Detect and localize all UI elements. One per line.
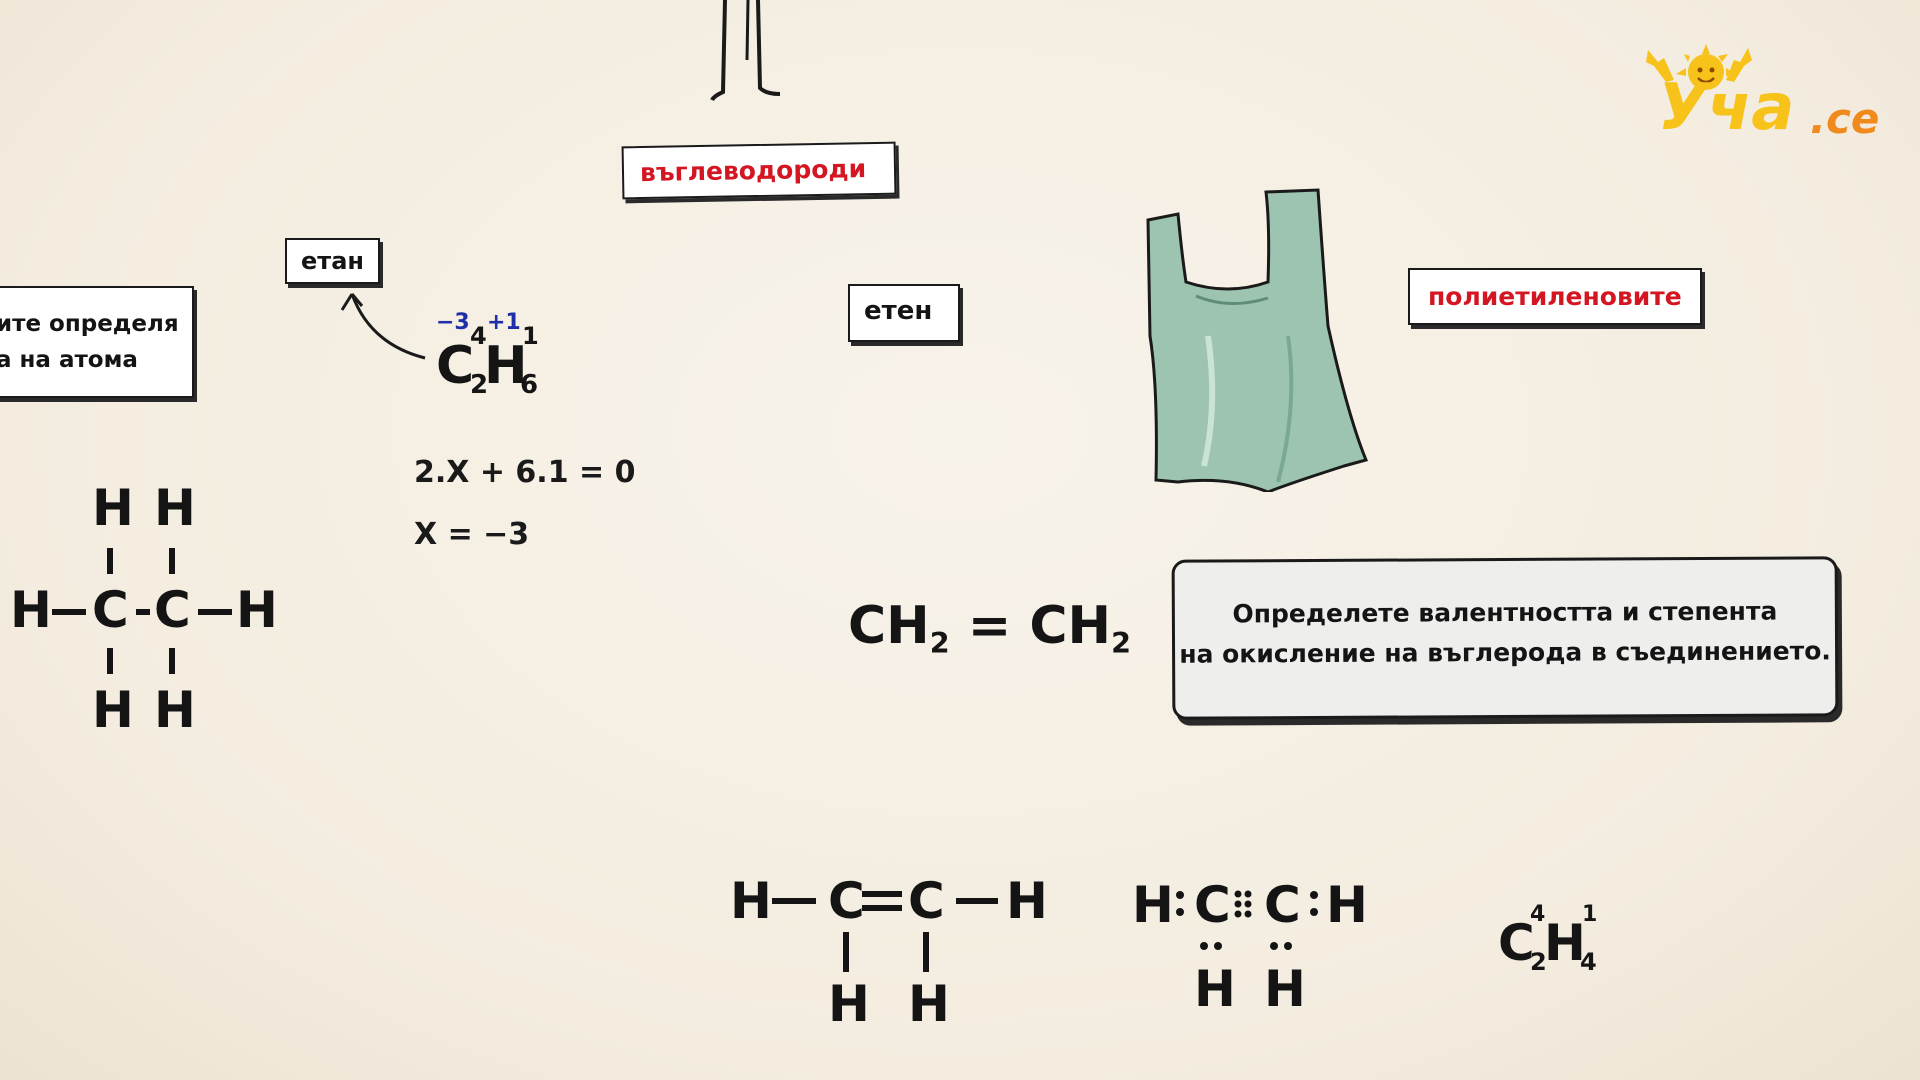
atom-h: H: [236, 581, 278, 639]
atom-c: C: [1194, 876, 1231, 934]
hydrogen-valence: 1: [522, 322, 539, 350]
figure-legs-drawing: [710, 0, 781, 102]
logo: Уча .ce: [1640, 40, 1890, 150]
atom-h: H: [154, 681, 196, 739]
ethene-right-subscript: 2: [1111, 626, 1131, 660]
atom-h: H: [730, 872, 772, 930]
atom-h: H: [92, 479, 134, 537]
ethane-formula: −3 +1 4 1 C 2 H 6: [430, 310, 550, 410]
atom-c: C: [1264, 876, 1301, 934]
ethene-double-bond: =: [967, 596, 1012, 656]
ethane-structure: H H H C C H H H: [0, 478, 280, 738]
ethene-bonds: [772, 891, 998, 972]
hydrogen-symbol: H: [1544, 914, 1586, 972]
carbon-subscript: 2: [470, 370, 489, 400]
left-note-line2: а на атома: [0, 347, 138, 373]
atom-h: H: [92, 681, 134, 739]
arrow-to-ethane: [340, 293, 426, 360]
equation-2: X = −3: [414, 517, 530, 552]
ethene-left: CH: [848, 596, 930, 656]
question-bubble: Определете валентността и степента на ок…: [1171, 556, 1839, 720]
carbon-valence: 4: [1530, 902, 1546, 927]
atom-h: H: [1264, 960, 1306, 1018]
carbon-symbol: C: [436, 336, 475, 396]
left-note: ите определя а на атома: [0, 286, 194, 398]
atom-c: C: [154, 581, 191, 639]
atom-h: H: [154, 479, 196, 537]
ethene-condensed-formula: CH2 = CH2: [848, 596, 1131, 673]
logo-domain: .ce: [1810, 94, 1880, 143]
atom-c: C: [92, 581, 129, 639]
hydrogen-oxidation: +1: [487, 310, 521, 335]
ethene-lewis-structure: H C C H H H: [1130, 880, 1370, 1020]
carbon-symbol: C: [1498, 914, 1535, 972]
logo-brand: Уча: [1658, 71, 1795, 145]
label-ethane: етан: [285, 238, 380, 284]
atom-h: H: [1326, 876, 1368, 934]
carbon-subscript: 2: [1530, 948, 1547, 976]
hydrogen-subscript: 6: [520, 370, 539, 400]
atom-c: C: [828, 872, 865, 930]
hydrogen-symbol: H: [484, 336, 528, 396]
ethene-right: CH: [1029, 596, 1112, 656]
label-polyethylene: полиетиленовите: [1408, 268, 1702, 325]
ethene-valence-formula: 4 1 C 2 H 4: [1498, 902, 1608, 992]
sun-mascot-icon: [1646, 44, 1752, 90]
label-ethene: етен: [848, 284, 961, 342]
hydrogen-subscript: 4: [1580, 948, 1597, 976]
question-line2: на окисление на въглерода в съединението…: [1179, 636, 1831, 669]
electron-dots: [1176, 890, 1318, 950]
atom-h: H: [10, 581, 52, 639]
plastic-bag-illustration: [1146, 188, 1369, 492]
ethane-bonds: [52, 548, 232, 674]
label-hydrocarbons: въглеводороди: [621, 141, 897, 200]
ethene-left-subscript: 2: [929, 626, 950, 660]
equation-1: 2.X + 6.1 = 0: [414, 455, 636, 490]
hydrogen-valence: 1: [1582, 902, 1598, 927]
atom-h: H: [1132, 876, 1174, 934]
atom-h: H: [1194, 960, 1236, 1018]
atom-h: H: [828, 975, 870, 1033]
atom-h: H: [908, 975, 950, 1033]
ethene-structure: H C C H H H: [728, 876, 1048, 1036]
carbon-oxidation: −3: [436, 310, 470, 335]
atom-c: C: [908, 872, 945, 930]
question-line1: Определете валентността и степента: [1232, 596, 1778, 629]
carbon-valence: 4: [470, 322, 487, 350]
left-note-line1: ите определя: [0, 311, 179, 337]
atom-h: H: [1006, 872, 1048, 930]
